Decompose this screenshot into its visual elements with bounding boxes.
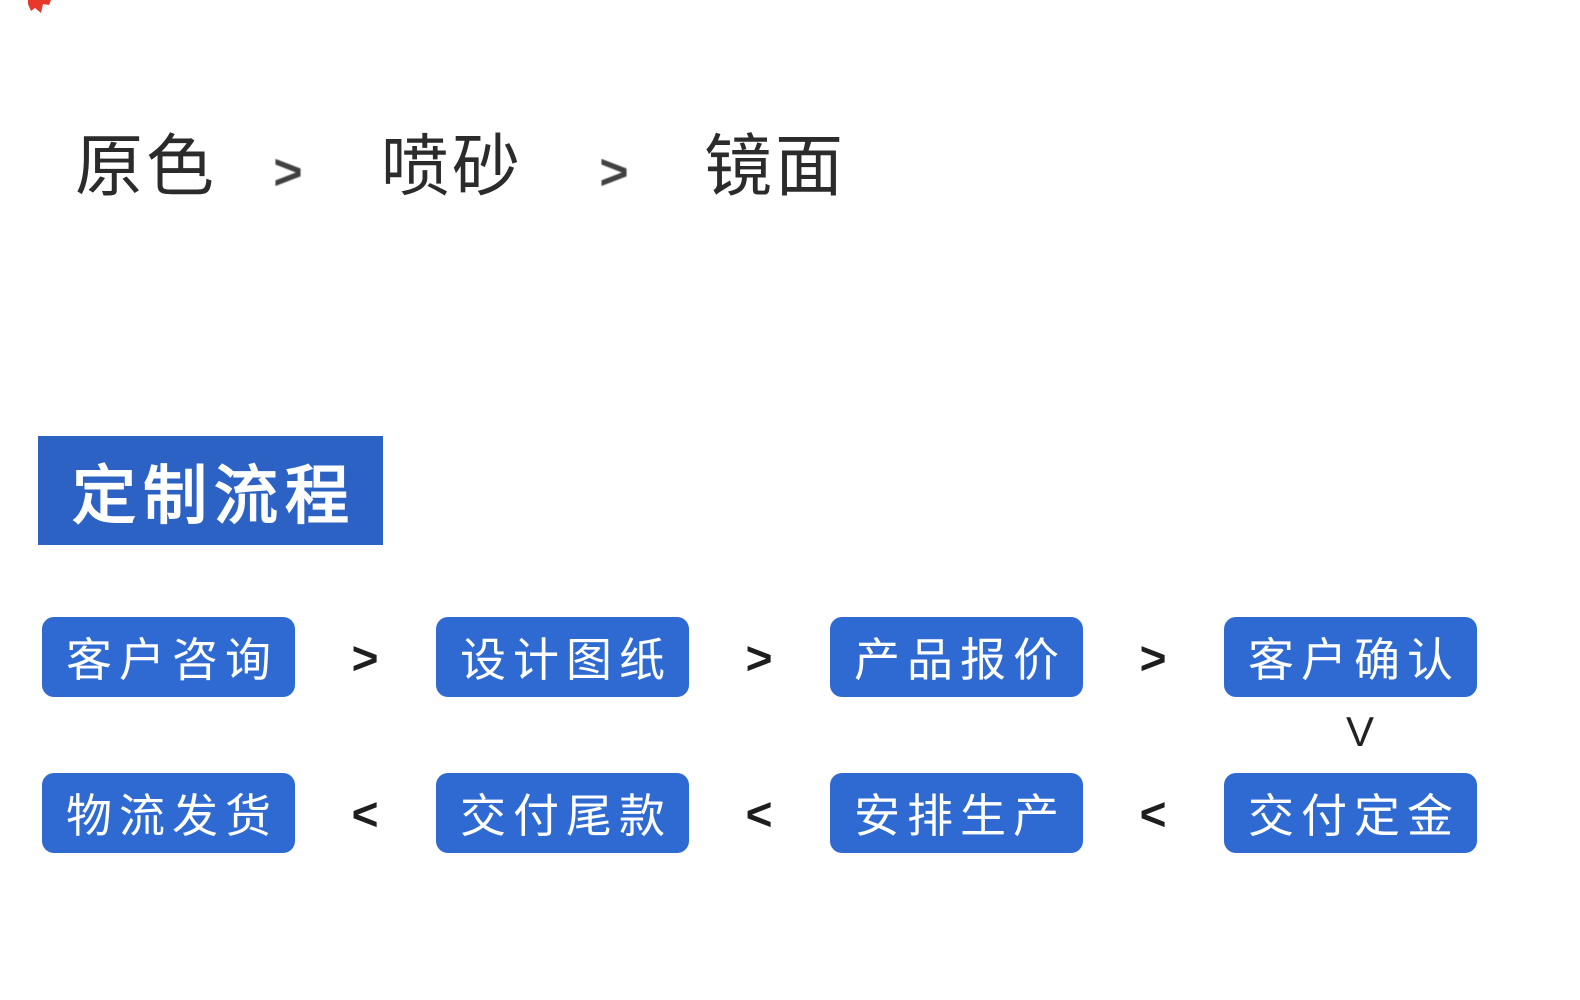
flow-step-pay-balance: 交付尾款	[436, 773, 689, 853]
chevron-right-separator: >	[745, 632, 773, 684]
finish-option-original-color: 原色	[75, 129, 218, 205]
chevron-left-separator: <	[745, 788, 773, 840]
chevron-left-separator: <	[1139, 788, 1167, 840]
red-fragment-decoration	[28, 0, 51, 13]
finish-option-sandblast: 喷砂	[381, 129, 524, 205]
chevron-right-separator: >	[351, 632, 379, 684]
flow-step-logistics-shipping: 物流发货	[42, 773, 295, 853]
finish-options-row: 原色 > 喷砂 > 镜面	[0, 0, 1580, 230]
flow-step-product-quote: 产品报价	[830, 617, 1083, 697]
chevron-right-separator: >	[273, 144, 303, 200]
chevron-down-connector: V	[1345, 708, 1375, 755]
flow-step-design-drawings: 设计图纸	[436, 617, 689, 697]
chevron-right-separator: >	[599, 144, 629, 200]
flow-step-customer-inquiry: 客户咨询	[42, 617, 295, 697]
flow-step-arrange-production: 安排生产	[830, 773, 1083, 853]
finish-option-mirror: 镜面	[704, 129, 847, 205]
flow-step-pay-deposit: 交付定金	[1224, 773, 1477, 853]
chevron-left-separator: <	[351, 788, 379, 840]
section-title: 定制流程	[72, 459, 356, 532]
chevron-right-separator: >	[1139, 632, 1167, 684]
flow-step-customer-confirm: 客户确认	[1224, 617, 1477, 697]
section-title-banner: 定制流程	[38, 436, 383, 545]
